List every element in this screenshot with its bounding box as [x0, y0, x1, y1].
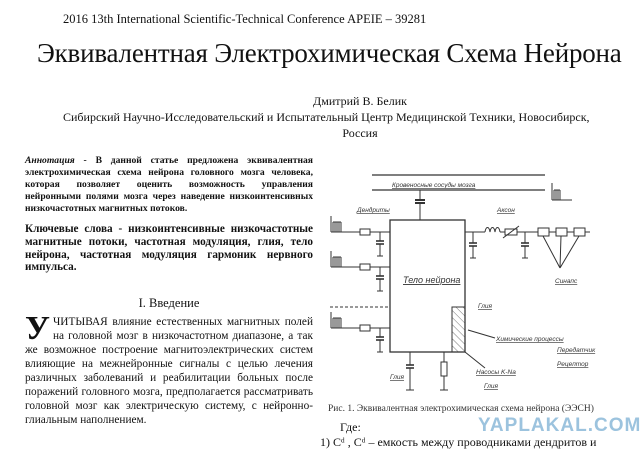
label-axon: Аксон: [496, 207, 515, 214]
figure-caption: Рис. 1. Эквивалентная электрохимическая …: [328, 404, 594, 414]
neuron-circuit-diagram: Кровеносные сосуды мозга Дендриты Аксон …: [330, 174, 596, 391]
label-vessels: Кровеносные сосуды мозга: [392, 181, 476, 189]
conference-header: 2016 13th International Scientific-Techn…: [63, 12, 427, 26]
label-dendrites: Дендриты: [356, 206, 390, 214]
section-heading: I. Введение: [138, 296, 200, 311]
abstract: Аннотация - В данной статье предложена э…: [25, 155, 313, 215]
intro-text: влияние естественных магнитных полей на …: [25, 316, 313, 427]
label-neuron-body: Тело нейрона: [403, 275, 460, 285]
author: Дмитрий В. Белик: [313, 94, 407, 108]
drop-cap: У: [25, 310, 50, 348]
abstract-label: Аннотация: [25, 155, 75, 166]
country: Россия: [342, 126, 378, 140]
label-glia: Глия: [478, 303, 493, 310]
affiliation: Сибирский Научно-Исследовательский и Исп…: [63, 110, 590, 124]
intro-lead: ЧИТЫВАЯ: [52, 316, 108, 329]
label-receptor: Рецептор: [557, 361, 589, 368]
label-glia: Глия: [390, 374, 405, 381]
abstract-text: - В данной статье предложена эквивалентн…: [25, 155, 313, 214]
where-label: Где:: [340, 420, 361, 434]
label-pumps: Насосы K-Na: [476, 369, 516, 376]
label-glia: Глия: [484, 383, 499, 390]
label-chemical-processes: Химические процессы: [495, 336, 564, 343]
label-transmitter: Передатчик: [557, 346, 596, 354]
label-synapse: Синапс: [555, 278, 578, 285]
watermark: YAPLAKAL.COM: [478, 415, 640, 436]
keywords: Ключевые слова - низкоинтенсивные низкоч…: [25, 223, 313, 274]
paper-title: Эквивалентная Электрохимическая Схема Не…: [37, 38, 622, 68]
left-column: Аннотация - В данной статье предложена э…: [25, 155, 313, 427]
